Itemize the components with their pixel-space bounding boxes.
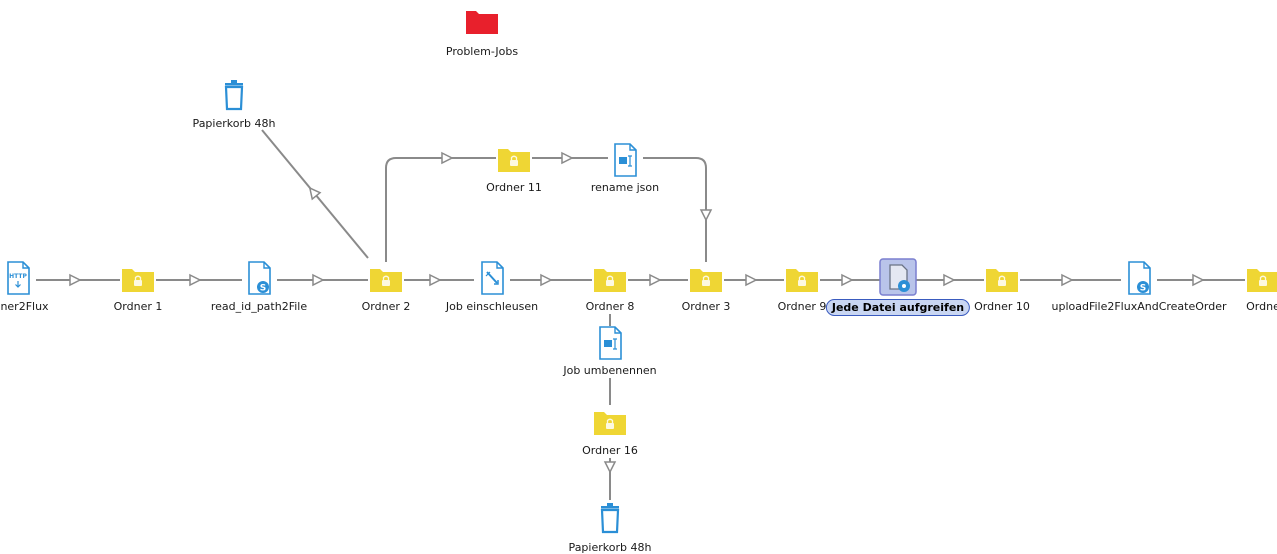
connector-upload-to-ordner_last[interactable] [1157,273,1245,287]
connector-rename_json-to-ordner_3[interactable] [643,157,713,262]
folder-icon [370,269,402,292]
node-ordner-3[interactable] [690,269,722,292]
connector-ordner_2-to-ordner_11[interactable] [385,151,496,262]
node-label-read-id[interactable]: read_id_path2File [210,300,308,313]
arrow-icon [649,273,662,287]
node-label-ordner-2[interactable]: Ordner 2 [361,300,411,313]
connector-ordner_2-to-job_einschleusen[interactable] [404,273,474,287]
connector-read_id-to-ordner_2[interactable] [277,273,368,287]
node-label-upload[interactable]: uploadFile2FluxAndCreateOrder [1051,300,1227,313]
svg-text:S: S [1140,284,1146,294]
arrow-icon [943,273,956,287]
node-label-job-umbenennen[interactable]: Job umbenennen [563,364,657,377]
node-label-ordner-3[interactable]: Ordner 3 [681,300,731,313]
node-label-ordner-8[interactable]: Ordner 8 [585,300,635,313]
arrow-icon [441,151,454,165]
svg-text:S: S [260,284,266,294]
rename-icon [599,326,622,360]
node-label-ordner-10[interactable]: Ordner 10 [974,300,1030,313]
node-read-id[interactable]: S [248,261,271,295]
node-label-http-source[interactable]: chner2Flux [0,300,49,313]
arrow-icon [1061,273,1074,287]
node-ordner-last[interactable] [1247,269,1277,292]
node-job-umbenennen[interactable] [599,326,622,360]
node-problem-jobs[interactable] [466,11,498,34]
node-jede-datei[interactable] [879,258,917,296]
node-ordner-2[interactable] [370,269,402,292]
node-ordner-1[interactable] [122,269,154,292]
node-rename-json[interactable] [614,143,637,177]
node-ordner-10[interactable] [986,269,1018,292]
arrow-icon [429,273,442,287]
connector-job_einschleusen-to-ordner_8[interactable] [510,273,592,287]
trash-icon [600,503,620,534]
connector-ordner_9-to-jede_datei[interactable] [820,273,880,287]
arrow-icon [1192,273,1205,287]
folder-icon [986,269,1018,292]
connector-ordner_10-to-upload[interactable] [1020,273,1121,287]
node-http-source[interactable]: HTTP [7,261,30,295]
folder-icon [1247,269,1277,292]
connector-http_source-to-ordner_1[interactable] [36,273,120,287]
inject-icon [481,261,504,295]
folder-icon [786,269,818,292]
connector-ordner_3-to-ordner_9[interactable] [724,273,784,287]
node-label-ordner-1[interactable]: Ordner 1 [113,300,163,313]
svg-text:HTTP: HTTP [9,273,27,280]
arrow-icon [841,273,854,287]
node-label-job-einschleusen[interactable]: Job einschleusen [445,300,539,313]
arrow-icon [603,461,617,474]
node-ordner-8[interactable] [594,269,626,292]
trash-icon [224,80,244,111]
folder-icon [498,149,530,172]
node-job-einschleusen[interactable] [481,261,504,295]
arrow-icon [745,273,758,287]
script-icon: S [1128,261,1151,295]
node-ordner-9[interactable] [786,269,818,292]
node-label-problem-jobs[interactable]: Problem-Jobs [445,45,519,58]
node-papierkorb-top[interactable] [224,80,244,111]
node-ordner-16[interactable] [594,412,626,435]
connector-ordner_8-to-ordner_3[interactable] [628,273,688,287]
connector-ordner_11-to-rename_json[interactable] [532,151,608,165]
arrow-icon [189,273,202,287]
node-ordner-11[interactable] [498,149,530,172]
arrow-icon [561,151,574,165]
folder-icon [594,412,626,435]
rename-icon [614,143,637,177]
arrow-icon [312,273,325,287]
file-pickup-icon [879,258,917,296]
folder-icon [122,269,154,292]
node-label-ordner-16[interactable]: Ordner 16 [582,444,638,457]
node-label-papierkorb-bottom[interactable]: Papierkorb 48h [568,541,652,554]
connector-jede_datei-to-ordner_10[interactable] [916,273,984,287]
http-icon: HTTP [7,261,30,295]
node-label-papierkorb-top[interactable]: Papierkorb 48h [192,117,276,130]
node-upload[interactable]: S [1128,261,1151,295]
script-icon: S [248,261,271,295]
arrow-icon [308,186,322,201]
connector-ordner_2-to-papierkorb_top[interactable] [261,129,369,259]
folder-icon [594,269,626,292]
arrow-icon [69,273,82,287]
connector-ordner_1-to-read_id[interactable] [156,273,242,287]
node-label-rename-json[interactable]: rename json [590,181,660,194]
arrow-icon [699,209,713,222]
arrow-icon [540,273,553,287]
node-label-ordner-9[interactable]: Ordner 9 [777,300,827,313]
node-papierkorb-bottom[interactable] [600,503,620,534]
connections-layer [36,129,1245,500]
folder-icon [690,269,722,292]
connector-ordner_16-to-papierkorb_bottom[interactable] [603,458,617,500]
node-label-jede-datei[interactable]: Jede Datei aufgreifen [825,299,971,316]
node-label-ordner-last[interactable]: Ordne [1246,300,1277,313]
node-label-ordner-11[interactable]: Ordner 11 [486,181,542,194]
folder-icon [466,11,498,34]
nodes-layer: HTTP S S [7,11,1277,534]
